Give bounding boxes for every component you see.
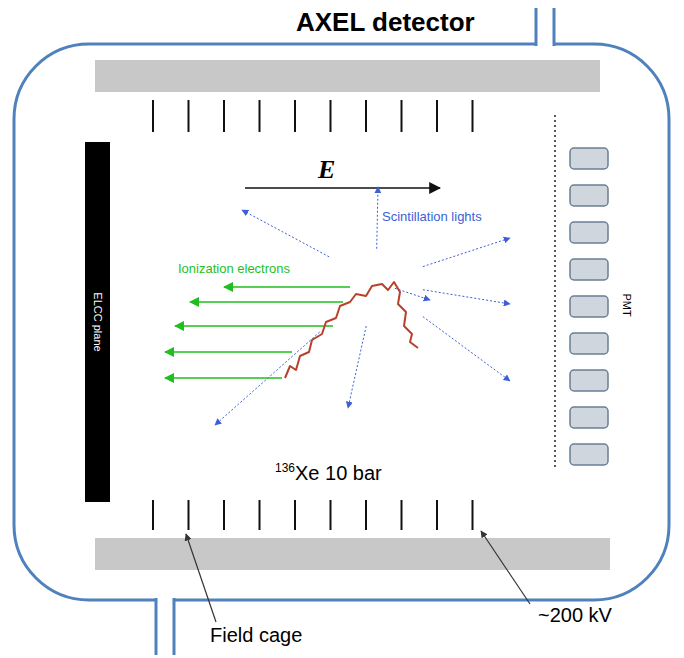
field-cage-ring	[401, 500, 403, 530]
electron-arrow	[165, 351, 292, 353]
gas-label: 136Xe 10 bar	[275, 462, 382, 484]
field-cage-ring	[188, 100, 190, 132]
pmt-tube	[570, 333, 608, 354]
leader-line	[481, 531, 530, 604]
pmt-label: PMT	[620, 293, 632, 316]
particle-track	[285, 282, 418, 378]
electron-label: Ionization electrons	[178, 262, 290, 276]
pipe-wall	[155, 598, 158, 655]
field-cage-ring	[223, 500, 225, 530]
field-cage-ring	[365, 100, 367, 132]
field-cage-callout: Field cage	[210, 624, 302, 646]
scintillation-ray	[423, 290, 510, 304]
field-cage-ring	[436, 100, 438, 132]
field-cage-ring	[436, 500, 438, 530]
node-label: ELCC plane	[91, 292, 103, 351]
field-cage-ring	[259, 100, 261, 132]
field-cage-ring	[365, 500, 367, 530]
electrode-plane: ELCC plane	[85, 142, 110, 502]
pmt-tube	[570, 185, 608, 206]
pipe-wall	[173, 598, 176, 655]
pmt-tube	[570, 370, 608, 391]
scintillation-ray	[377, 187, 378, 249]
pmt-tube	[570, 222, 608, 243]
electron-arrow	[224, 286, 350, 288]
support-bar	[95, 538, 610, 570]
scintillation-ray	[423, 238, 510, 267]
scintillation-ray	[423, 317, 510, 381]
field-cage-ring	[259, 500, 261, 530]
scintillation-ray	[348, 326, 366, 408]
field-cage-rings	[153, 100, 473, 530]
leader-line	[186, 534, 216, 622]
diagram-title: AXEL detector	[296, 8, 475, 37]
electron-arrow	[190, 301, 343, 303]
support-bar	[95, 60, 600, 92]
pipe-wall	[553, 8, 556, 46]
pipe-wall	[535, 8, 538, 46]
scintillation-rays	[215, 187, 510, 425]
field-cage-ring	[152, 100, 154, 132]
pressure-vessel	[14, 44, 669, 600]
mesh-grid	[554, 115, 556, 470]
field-cage-ring	[294, 100, 296, 132]
field-cage-ring	[330, 100, 332, 132]
pmt-tube	[570, 296, 608, 317]
field-cage-ring	[152, 500, 154, 530]
field-cage-ring	[330, 500, 332, 530]
pipe-gap	[537, 38, 553, 50]
pmt-tube	[570, 259, 608, 280]
field-cage-ring	[472, 500, 474, 530]
scintillation-label: Scintillation lights	[382, 210, 482, 224]
voltage-callout: ~200 kV	[538, 604, 612, 626]
field-cage-ring	[294, 500, 296, 530]
pmt-tube	[570, 407, 608, 428]
electron-arrow	[165, 377, 282, 379]
pmt-tube	[570, 444, 608, 465]
field-cage-ring	[188, 500, 190, 530]
field-arrow	[245, 187, 440, 189]
field-cage-ring	[472, 100, 474, 132]
field-cage-ring	[401, 100, 403, 132]
pmt-array	[570, 148, 608, 465]
pmt-tube	[570, 148, 608, 169]
field-symbol: E	[318, 156, 335, 185]
scintillation-ray	[242, 210, 329, 257]
pipe-gap	[157, 594, 173, 606]
field-cage-ring	[223, 100, 225, 132]
electron-arrow	[175, 325, 333, 327]
